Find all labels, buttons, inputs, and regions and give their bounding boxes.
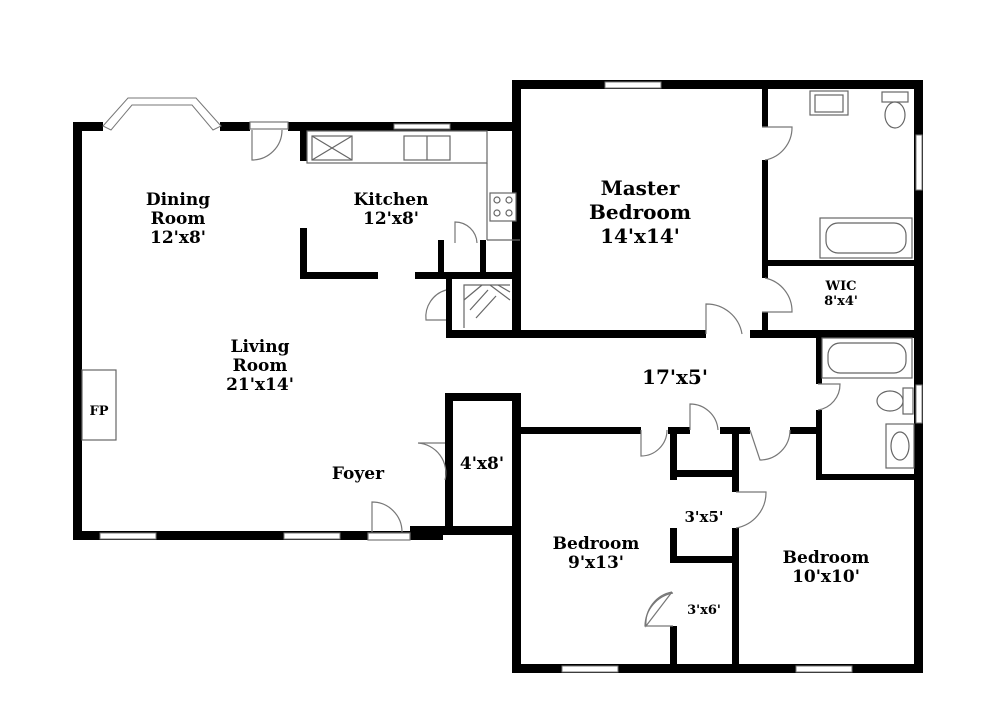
bedroom-right-size: 10'x10': [792, 567, 860, 587]
wic-size: 8'x4': [824, 294, 858, 309]
closet-lower-size: 3'x6': [687, 603, 721, 618]
master-toilet-tank: [881, 91, 909, 103]
wic-name: WIC: [824, 279, 856, 294]
bedroom-right-name: Bedroom: [783, 548, 870, 568]
kitchen-name: Kitchen: [354, 190, 429, 210]
windows: [99, 81, 923, 673]
hall-tub: [821, 337, 913, 379]
living-room-name-1: Living: [231, 337, 290, 357]
fixtures: [81, 90, 915, 469]
dining-room-size: 12'x8': [150, 228, 206, 248]
master-bedroom-size: 14'x14': [600, 224, 680, 248]
foyer-name: Foyer: [332, 464, 385, 484]
stairs: [463, 284, 511, 328]
fireplace-box: [81, 369, 117, 441]
hall-toilet-tank: [902, 387, 914, 415]
living-room-size: 21'x14': [226, 375, 294, 395]
master-bedroom-name-2: Bedroom: [589, 200, 691, 224]
dining-room-name-2: Room: [151, 209, 206, 229]
hall-size: 17'x5': [642, 365, 708, 389]
dining-room-name-1: Dining: [146, 190, 210, 210]
master-tub: [819, 217, 913, 259]
foyer-closet-size: 4'x8': [460, 454, 504, 474]
doors: [249, 121, 841, 628]
bedroom-left-name: Bedroom: [553, 534, 640, 554]
room-labels: Dining Room 12'x8' Kitchen 12'x8' Master…: [89, 176, 869, 618]
kitchen-size: 12'x8': [363, 209, 419, 229]
hall-sink: [885, 423, 915, 469]
fireplace-label: FP: [89, 404, 108, 419]
closet-upper-size: 3'x5': [684, 508, 723, 526]
living-room-name-2: Room: [233, 356, 288, 376]
bedroom-left-size: 9'x13': [568, 553, 624, 573]
stove: [489, 192, 517, 222]
master-bedroom-name-1: Master: [601, 176, 680, 200]
